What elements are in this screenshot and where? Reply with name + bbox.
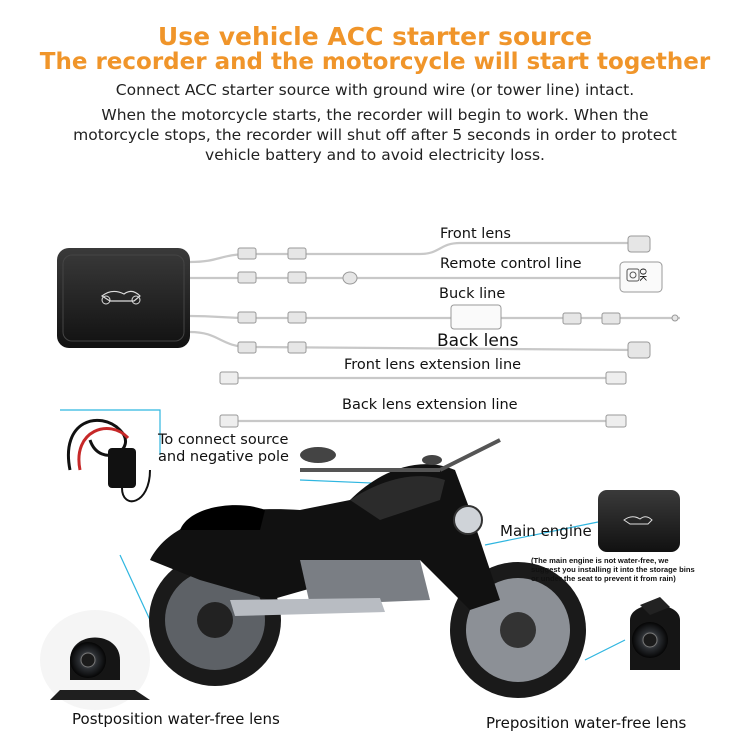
- label-remote-control-line: Remote control line: [440, 256, 582, 272]
- cable-connectors: [237, 235, 679, 359]
- headline-title: Use vehicle ACC starter source: [157, 22, 593, 51]
- label-preposition-lens: Preposition water-free lens: [486, 714, 687, 732]
- headline-subtitle: The recorder and the motorcycle will sta…: [39, 49, 711, 75]
- main-engine-note: (The main engine is not water-free, we s…: [531, 556, 695, 583]
- label-front-lens: Front lens: [440, 226, 511, 242]
- cable-bundle: [189, 241, 680, 352]
- label-back-lens: Back lens: [437, 331, 519, 351]
- main-engine-image: [598, 490, 680, 552]
- label-back-lens-extension: Back lens extension line: [342, 397, 518, 413]
- label-connect-source: To connect source and negative pole: [158, 432, 289, 465]
- extension-lines: [219, 371, 627, 428]
- description-acc: Connect ACC starter source with ground w…: [115, 81, 635, 99]
- motorcycle-illustration: [149, 438, 586, 698]
- description-behavior: When the motorcycle starts, the recorder…: [73, 106, 677, 164]
- label-front-lens-extension: Front lens extension line: [344, 357, 522, 373]
- label-remote-ok: OK: [637, 268, 647, 281]
- label-main-engine: Main engine: [500, 522, 592, 540]
- label-buck-line: Buck line: [439, 286, 506, 302]
- remote-ok-icon: [626, 268, 640, 282]
- power-cable-illustration: [66, 419, 151, 503]
- preposition-lens-image: [630, 597, 680, 670]
- label-postposition-lens: Postposition water-free lens: [72, 710, 280, 728]
- recorder-box: [57, 248, 190, 348]
- postposition-lens-image: [40, 610, 150, 710]
